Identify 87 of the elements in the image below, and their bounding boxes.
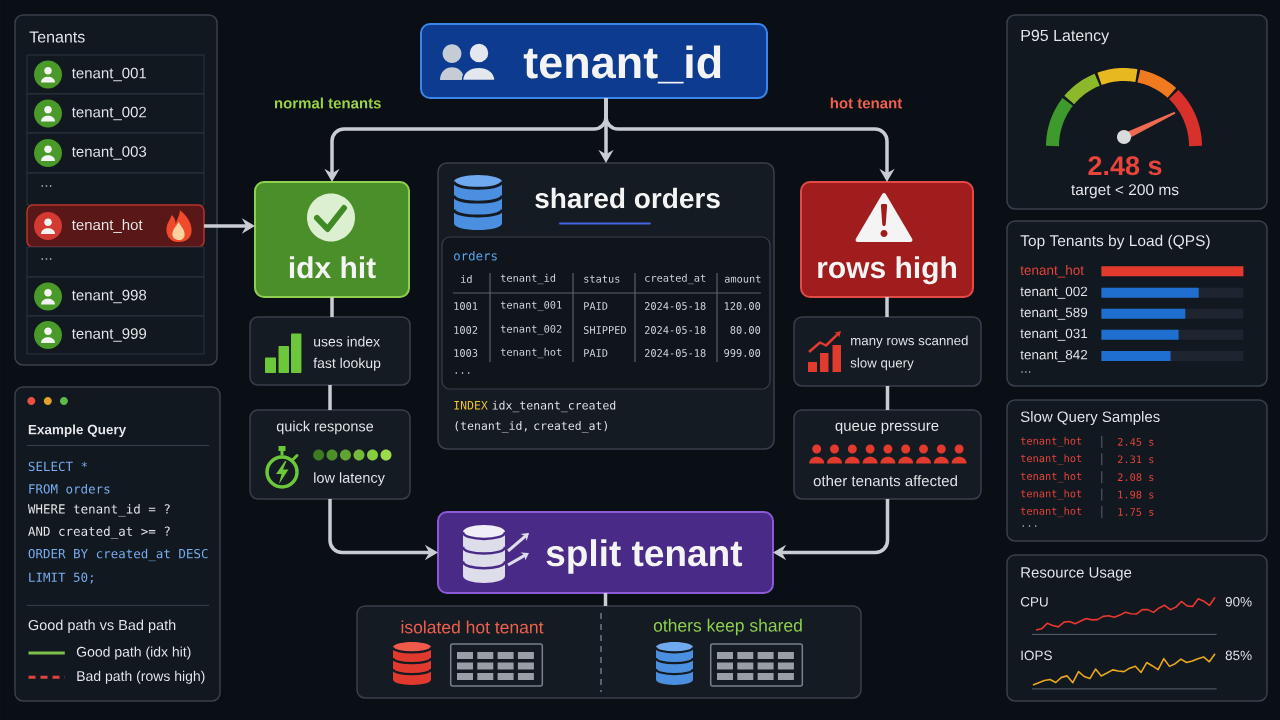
connector-line <box>885 297 889 317</box>
code-line: LIMIT 50; <box>29 572 93 584</box>
panel-title: Slow Query Samples <box>1020 411 1160 425</box>
table-cell: 2.45 s <box>1117 438 1154 446</box>
edge-label: normal tenants <box>271 95 384 111</box>
table-cell: 80.00 <box>730 326 761 334</box>
info-box: many rows scanned slow query <box>793 316 982 387</box>
code-line: FROM orders <box>29 483 110 494</box>
table-cell: ... <box>455 372 470 374</box>
table-cell: 2024-05-18 <box>645 349 706 357</box>
bar-label: tenant_hot <box>1020 265 1084 278</box>
connector-line <box>603 593 608 606</box>
connector-line <box>885 386 890 410</box>
table-header: status <box>584 275 620 283</box>
list-row: ... <box>26 172 205 206</box>
list-row: ... <box>26 246 205 278</box>
bar-label: tenant_589 <box>1020 307 1088 320</box>
table-cell: tenant_hot <box>1020 489 1082 500</box>
section-heading: isolated hot tenant <box>401 620 544 634</box>
list-row: tenant_999 <box>26 315 205 355</box>
table-cell: 2.31 s <box>1117 455 1154 464</box>
table-cell: tenant_hot <box>500 347 562 359</box>
bar-label: tenant_842 <box>1020 349 1088 363</box>
node-label: other tenants affected <box>813 475 957 487</box>
code-text: INDEX idx_tenant_created (tenant_id, created_at) <box>454 400 616 433</box>
metric-label: CPU <box>1020 597 1048 607</box>
table-cell: tenant_002 <box>500 324 562 336</box>
table-cell: 1.98 s <box>1118 490 1154 499</box>
code-line: ORDER BY created_at DESC <box>28 548 208 562</box>
list-row: tenant_003 <box>26 132 205 174</box>
table-cell: 1002 <box>454 326 478 334</box>
table-title: orders <box>454 250 497 261</box>
process-box: idx hit <box>254 181 410 298</box>
info-box: quick response low latency <box>249 409 411 500</box>
table-cell: PAID <box>584 349 608 357</box>
edge-label: hot tenant <box>827 95 905 111</box>
panel-title: Top Tenants by Load (QPS) <box>1020 234 1210 250</box>
node-label: queue pressure <box>835 422 939 434</box>
panel-title: Tenants <box>29 31 85 43</box>
process-box: tenant_id <box>420 23 768 99</box>
table-cell: ... <box>1022 525 1037 527</box>
info-box: queue pressure other tenants affected <box>793 409 982 500</box>
table-cell: tenant_hot <box>1020 506 1082 518</box>
process-box: split tenant <box>437 511 774 594</box>
legend-title: Good path vs Bad path <box>28 619 176 634</box>
panel-title: Example Query <box>28 424 127 437</box>
panel-title: P95 Latency <box>1021 29 1110 45</box>
node-label: quick response <box>276 420 374 435</box>
bar-label: tenant_031 <box>1020 328 1088 341</box>
code-line: WHERE tenant_id = ? <box>27 503 170 517</box>
table-cell: SHIPPED <box>583 326 626 334</box>
legend-text: Bad path (rows high) <box>77 670 205 684</box>
metric-caption: target < 200 ms <box>1071 184 1179 199</box>
table-cell: 1001 <box>454 302 478 310</box>
table-cell: 999.00 <box>724 349 761 357</box>
table-cell: 2.08 s <box>1117 473 1154 482</box>
table-cell: tenant_hot <box>1020 436 1082 448</box>
table-header: id <box>461 275 472 283</box>
process-box: rows high <box>800 181 974 298</box>
table-cell: PAID <box>584 302 608 310</box>
metric-label: IOPS <box>1021 650 1052 661</box>
bar-label: ... <box>1021 371 1031 373</box>
table-cell: 120.00 <box>724 302 761 310</box>
table-cell: tenant_hot <box>1020 454 1082 465</box>
table-cell: 2024-05-18 <box>645 326 706 334</box>
panel-title: Resource Usage <box>1021 567 1132 581</box>
table-cell: 2024-05-18 <box>645 302 706 310</box>
node-label: low latency <box>314 472 385 486</box>
table-cell: tenant_hot <box>1020 472 1082 483</box>
metric-value: 85% <box>1225 650 1252 661</box>
legend-text: Good path (idx hit) <box>76 646 191 660</box>
table-header: amount <box>724 275 761 283</box>
metric-value: 2.48 s <box>1088 156 1162 176</box>
metric-value: 90% <box>1225 597 1252 607</box>
table-cell: tenant_001 <box>500 300 562 312</box>
code-line: SELECT * <box>28 461 88 472</box>
info-box: uses index fast lookup <box>249 316 411 386</box>
bar-label: tenant_002 <box>1020 286 1088 299</box>
connector-line <box>328 385 332 410</box>
table-cell: 1003 <box>454 349 478 357</box>
panel-title: shared orders <box>535 187 720 209</box>
table-cell: 1.75 s <box>1118 508 1154 516</box>
section-heading: others keep shared <box>653 618 802 636</box>
table-header: created_at <box>645 273 706 285</box>
table-header: tenant_id <box>500 273 556 285</box>
connector-line <box>330 297 334 317</box>
code-line: AND created_at >= ? <box>28 526 170 539</box>
